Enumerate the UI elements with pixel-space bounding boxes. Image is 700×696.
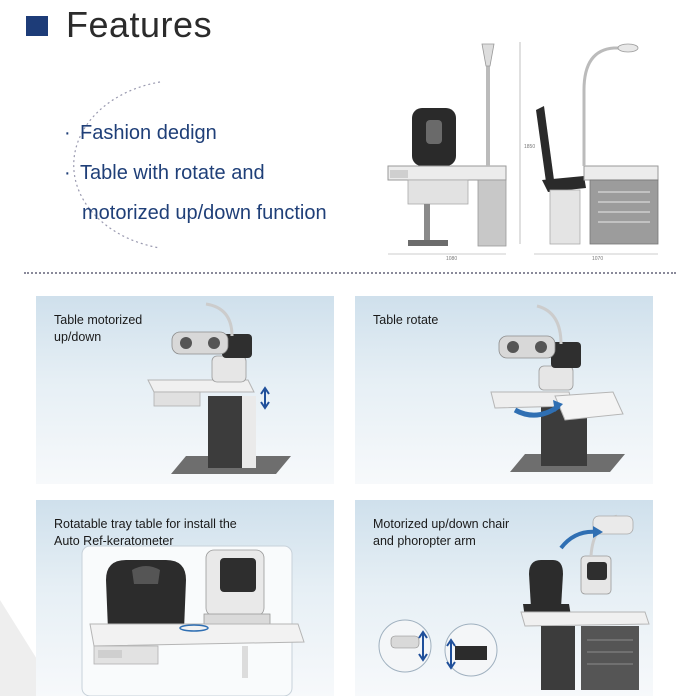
- front-view-drawing: 1080 1850: [387, 42, 535, 260]
- unit-dimension-diagram: 1080 1850 1070: [387, 42, 659, 260]
- unit-illustration: [147, 302, 291, 474]
- feature-panel-chair-arm: Motorized up/down chair and phoropter ar…: [355, 500, 653, 696]
- feature-panel-tray-table: Rotatable tray table for install the Aut…: [36, 500, 334, 696]
- panel-caption: Table motorized up/down: [54, 312, 142, 346]
- unit-illustration: [378, 514, 650, 690]
- feature-item: ·Table with rotate and: [64, 162, 265, 184]
- section-divider: [24, 272, 676, 274]
- caption-line: Auto Ref-keratometer: [54, 534, 174, 548]
- side-view-drawing: 1070: [534, 43, 659, 260]
- caption-line: Table motorized: [54, 313, 143, 327]
- unit-illustration: [490, 304, 625, 472]
- caption-line: Table rotate: [373, 313, 439, 327]
- feature-text: Fashion dedign: [80, 122, 217, 144]
- feature-item-continuation: motorized up/down function: [82, 202, 327, 224]
- svg-text:1070: 1070: [592, 256, 603, 260]
- caption-line: and phoropter arm: [373, 534, 476, 548]
- title-bullet-square: [26, 16, 48, 36]
- panel-caption: Table rotate: [373, 312, 438, 329]
- unit-illustration: [81, 545, 305, 696]
- caption-line: Rotatable tray table for install the: [54, 517, 237, 531]
- feature-panel-table-rotate: Table rotate: [355, 296, 653, 484]
- feature-item: ·Fashion dedign: [64, 122, 217, 144]
- caption-line: up/down: [54, 330, 102, 344]
- svg-text:1850: 1850: [524, 144, 535, 150]
- features-list: ·Fashion dedign ·Table with rotate and m…: [64, 113, 327, 233]
- panel-caption: Rotatable tray table for install the Aut…: [54, 516, 237, 550]
- svg-text:1080: 1080: [446, 256, 457, 260]
- page-title: Features: [66, 4, 213, 45]
- panel-caption: Motorized up/down chair and phoropter ar…: [373, 516, 509, 550]
- feature-text: Table with rotate and: [80, 162, 265, 184]
- feature-panel-table-updown: Table motorized up/down: [36, 296, 334, 484]
- caption-line: Motorized up/down chair: [373, 517, 510, 531]
